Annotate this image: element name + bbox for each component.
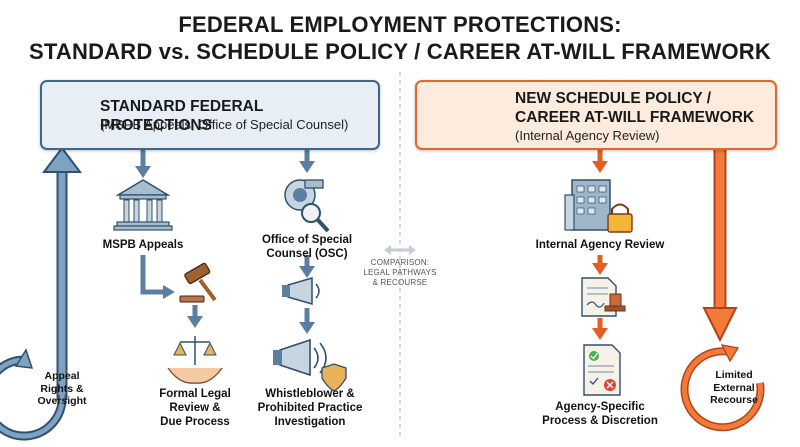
- legal-label-line-3: Due Process: [160, 416, 230, 428]
- document-check-icon: [583, 344, 621, 396]
- schedule-policy-title-line-1: NEW SCHEDULE POLICY /: [515, 90, 712, 107]
- standard-protections-subtitle: (MSPB Appeals, Office of Special Counsel…: [100, 117, 349, 132]
- whistle-label-line-3: Investigation: [274, 416, 346, 428]
- arrow-osc-to-megaphone: [299, 255, 315, 278]
- osc-label-line-2: Counsel (OSC): [266, 248, 348, 260]
- whistle-label-line-2: Prohibited Practice: [257, 402, 363, 414]
- agency-label-line-2: Process & Discretion: [542, 415, 658, 427]
- office-lock-icon: [564, 179, 633, 233]
- arrow-gavel-to-legal: [187, 305, 203, 328]
- arrow-document-to-check: [592, 318, 608, 340]
- appeal-label-line-1: Appeal: [44, 370, 80, 382]
- whistleblower-label: Whistleblower & Prohibited Practice Inve…: [248, 387, 372, 429]
- comparison-line-2: LEGAL PATHWAYS: [363, 268, 437, 277]
- osc-label: Office of Special Counsel (OSC): [252, 233, 362, 261]
- whistle-label-line-1: Whistleblower &: [265, 388, 355, 400]
- limited-recourse-label: Limited External Recourse: [692, 369, 776, 407]
- agency-specific-label: Agency-Specific Process & Discretion: [535, 400, 665, 428]
- arrow-to-mspb: [135, 150, 151, 178]
- arrow-mspb-to-gavel: [140, 255, 175, 299]
- limited-label-line-1: Limited: [715, 369, 753, 381]
- limited-recourse-loop: [680, 344, 765, 432]
- courthouse-icon: [113, 179, 173, 231]
- legal-label-line-1: Formal Legal: [159, 388, 231, 400]
- arrow-internal-to-document: [592, 255, 608, 275]
- appeal-loop-arrow: [0, 146, 82, 441]
- schedule-policy-title-line-2: CAREER AT-WILL FRAMEWORK: [515, 109, 755, 126]
- formal-legal-review-label: Formal Legal Review & Due Process: [145, 387, 245, 429]
- arrow-to-internal-review: [592, 150, 608, 173]
- arrow-to-osc: [299, 150, 315, 173]
- standard-protections-title: STANDARD FEDERAL PROTECTIONS: [100, 98, 264, 134]
- limited-label-line-3: Recourse: [710, 394, 758, 406]
- arrow-megaphone-down: [299, 308, 315, 334]
- gavel-icon: [179, 262, 217, 303]
- document-stamp-icon: [581, 277, 626, 317]
- schedule-policy-subtitle: (Internal Agency Review): [515, 128, 660, 143]
- comparison-line-3: & RECOURSE: [372, 278, 428, 287]
- comparison-arrow-icon: [384, 245, 416, 255]
- comparison-line-1: COMPARISON:: [370, 258, 430, 267]
- appeal-label-line-3: Oversight: [37, 395, 87, 407]
- standard-protections-header: STANDARD FEDERAL PROTECTIONS (MSPB Appea…: [40, 80, 380, 150]
- page-title-line-2: STANDARD vs. SCHEDULE POLICY / CAREER AT…: [29, 39, 771, 64]
- mspb-appeals-label: MSPB Appeals: [102, 239, 184, 251]
- legal-label-line-2: Review &: [169, 402, 221, 414]
- osc-label-line-1: Office of Special: [261, 234, 353, 246]
- appeal-rights-label: Appeal Rights & Oversight: [20, 370, 104, 408]
- agency-label-line-1: Agency-Specific: [555, 401, 645, 413]
- schedule-policy-header: NEW SCHEDULE POLICY / CAREER AT-WILL FRA…: [415, 80, 777, 150]
- internal-agency-review-label: Internal Agency Review: [535, 239, 665, 251]
- hands-scales-icon: [167, 336, 223, 384]
- page-title-line-1: FEDERAL EMPLOYMENT PROTECTIONS:: [178, 12, 622, 37]
- limited-recourse-arrow: [679, 111, 738, 343]
- comparison-label: COMPARISON: LEGAL PATHWAYS & RECOURSE: [360, 258, 440, 288]
- megaphone-icon: [282, 277, 320, 305]
- appeal-label-line-2: Rights &: [40, 382, 84, 395]
- whistle-magnifier-icon: [284, 179, 330, 233]
- limited-label-line-2: External: [713, 381, 755, 394]
- megaphone-shield-icon: [273, 338, 347, 392]
